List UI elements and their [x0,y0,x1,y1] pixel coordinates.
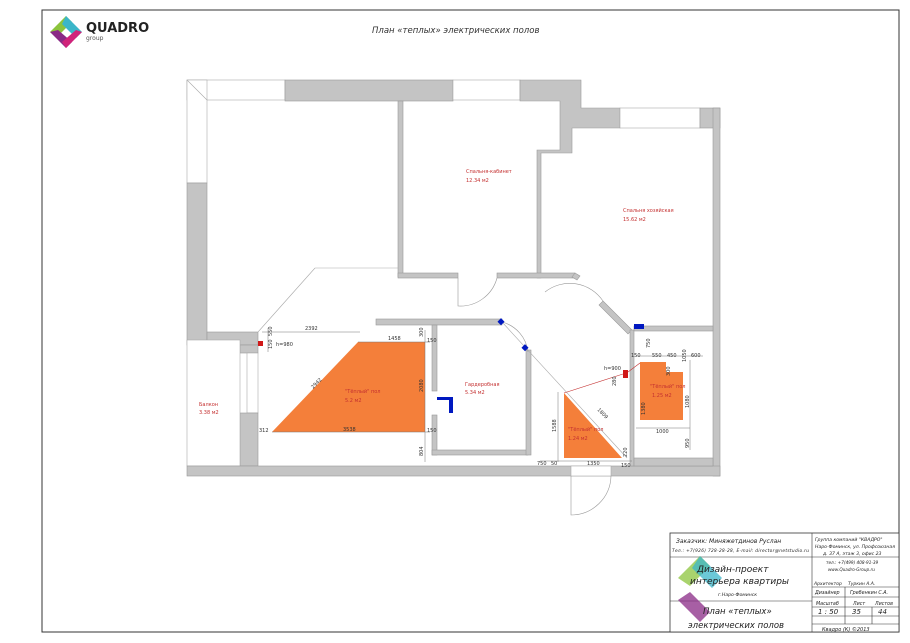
room-area: 3.38 м2 [199,410,219,416]
doors [257,267,628,516]
dimension-text: 2392 [305,326,318,332]
dimension-text: 312 [259,428,269,434]
dimension-text: 950 [685,438,691,448]
dimension-text: 150 [621,463,631,469]
heated-zone-label: "Тёплый" пол [568,426,604,433]
dimension-text: 1080 [685,395,691,408]
dimension-text: 750 [537,461,547,467]
sheets-count: 44 [878,608,887,616]
blue-marker [437,397,451,400]
heated-zone-label: "Тёплый" пол [345,388,381,395]
architect-name: Туркин А.А. [848,581,875,587]
page-title: План «теплых» электрических полов [372,26,539,36]
designer-label: Дизайнер [814,590,840,596]
dimension-text: 750 [646,338,652,348]
thermostat-height: h=900 [604,366,621,372]
dimension-text: 50 [551,461,557,467]
dimension-text: 1000 [656,429,669,435]
drawing-title: План «теплых» [703,607,772,617]
drawing-title: электрических полов [688,621,784,631]
room-area: 5.34 м2 [465,390,485,396]
room-name: Гардеробная [465,382,499,388]
blue-marker [521,344,529,352]
dimension-text: 2080 [419,379,425,392]
dimension-text: 450 [667,353,677,359]
room-area: 12.34 м2 [466,178,489,184]
dimension-text: 1050 [682,349,688,362]
company-site: www.Quadro-Group.ru [828,567,875,572]
dimension-text: 1458 [388,336,401,342]
dimension-text: 3538 [343,427,356,433]
dimension-text: 550 [268,326,274,336]
title-block [669,532,900,633]
dimension-text: 1350 [587,461,600,467]
dimension-text: 1809 [596,407,609,420]
dimension-text: 150 [427,428,437,434]
dimension-text: 300 [666,366,672,376]
company-phone: тел.: +7(499) 408-91-39 [826,560,879,565]
heated-zone-3 [640,362,683,420]
walls [186,79,721,477]
dimension-text: 600 [691,353,701,359]
heated-zone-area: 5.2 м2 [345,398,362,404]
logo-sub: group [86,35,104,42]
scale-label: Масштаб [816,601,839,607]
dimension-text: 300 [419,327,425,337]
thermostat-marker [623,370,628,378]
dimension-text: 150 [631,353,641,359]
drawing-frame [41,9,900,633]
dimension-text: 220 [623,447,629,457]
logo-text: QUADRO [86,21,149,36]
dimension-text: 150 [268,339,274,349]
scale-value: 1 : 50 [818,608,839,616]
dimension-text: 550 [652,353,662,359]
project-city: г.Наро-Фоминск [718,592,757,598]
client-contacts: Тел.: +7(926) 728-28-28, E-mail: directo… [672,548,809,554]
room-area: 15.62 м2 [623,217,646,223]
room-name: Спальня-кабинет [466,169,512,175]
blue-marker [449,397,453,413]
dimension-text: 1380 [641,402,647,415]
heated-zone-2 [564,393,622,458]
dimension-lines [262,328,703,462]
architect-label: Архитектор [813,581,842,587]
dimension-text: 150 [427,338,437,344]
dimension-text: 1588 [552,419,558,432]
heated-zone-area: 1.25 м2 [652,393,672,399]
copyright: Квадро (К) ©2013 [822,626,870,633]
company-address: д. 37 А, этаж 3, офис 23 [822,551,882,557]
company-name: Группа компаний "КВАДРО" [815,537,883,543]
heated-zone-area: 1.24 м2 [568,436,588,442]
sheet-number: 35 [852,608,861,616]
room-name: Балкон [199,402,218,408]
sheet-label: Лист [852,601,865,607]
quadro-logo: QUADRO group [50,16,149,48]
dimension-text: 804 [419,446,425,456]
blue-marker [634,324,644,329]
thermostat-height: h=980 [276,342,293,348]
heated-zone-1 [272,342,425,432]
room-name: Спальня хозяйская [623,207,674,214]
dimension-text: 280 [612,376,618,386]
blue-marker [497,318,505,326]
sheets-label: Листов [874,601,893,607]
project-title: Дизайн-проект [696,565,769,575]
thermostat-marker [258,341,263,346]
heated-zone-label: "Тёплый" пол [650,383,686,390]
designer-name: Гребенкин С.А. [850,590,888,596]
project-title: интерьера квартиры [690,577,789,587]
company-address: Наро-Фоминск, ул. Профсоюзная [815,544,895,550]
client-name: Заказчик: Миняжетдинов Руслан [676,538,781,545]
